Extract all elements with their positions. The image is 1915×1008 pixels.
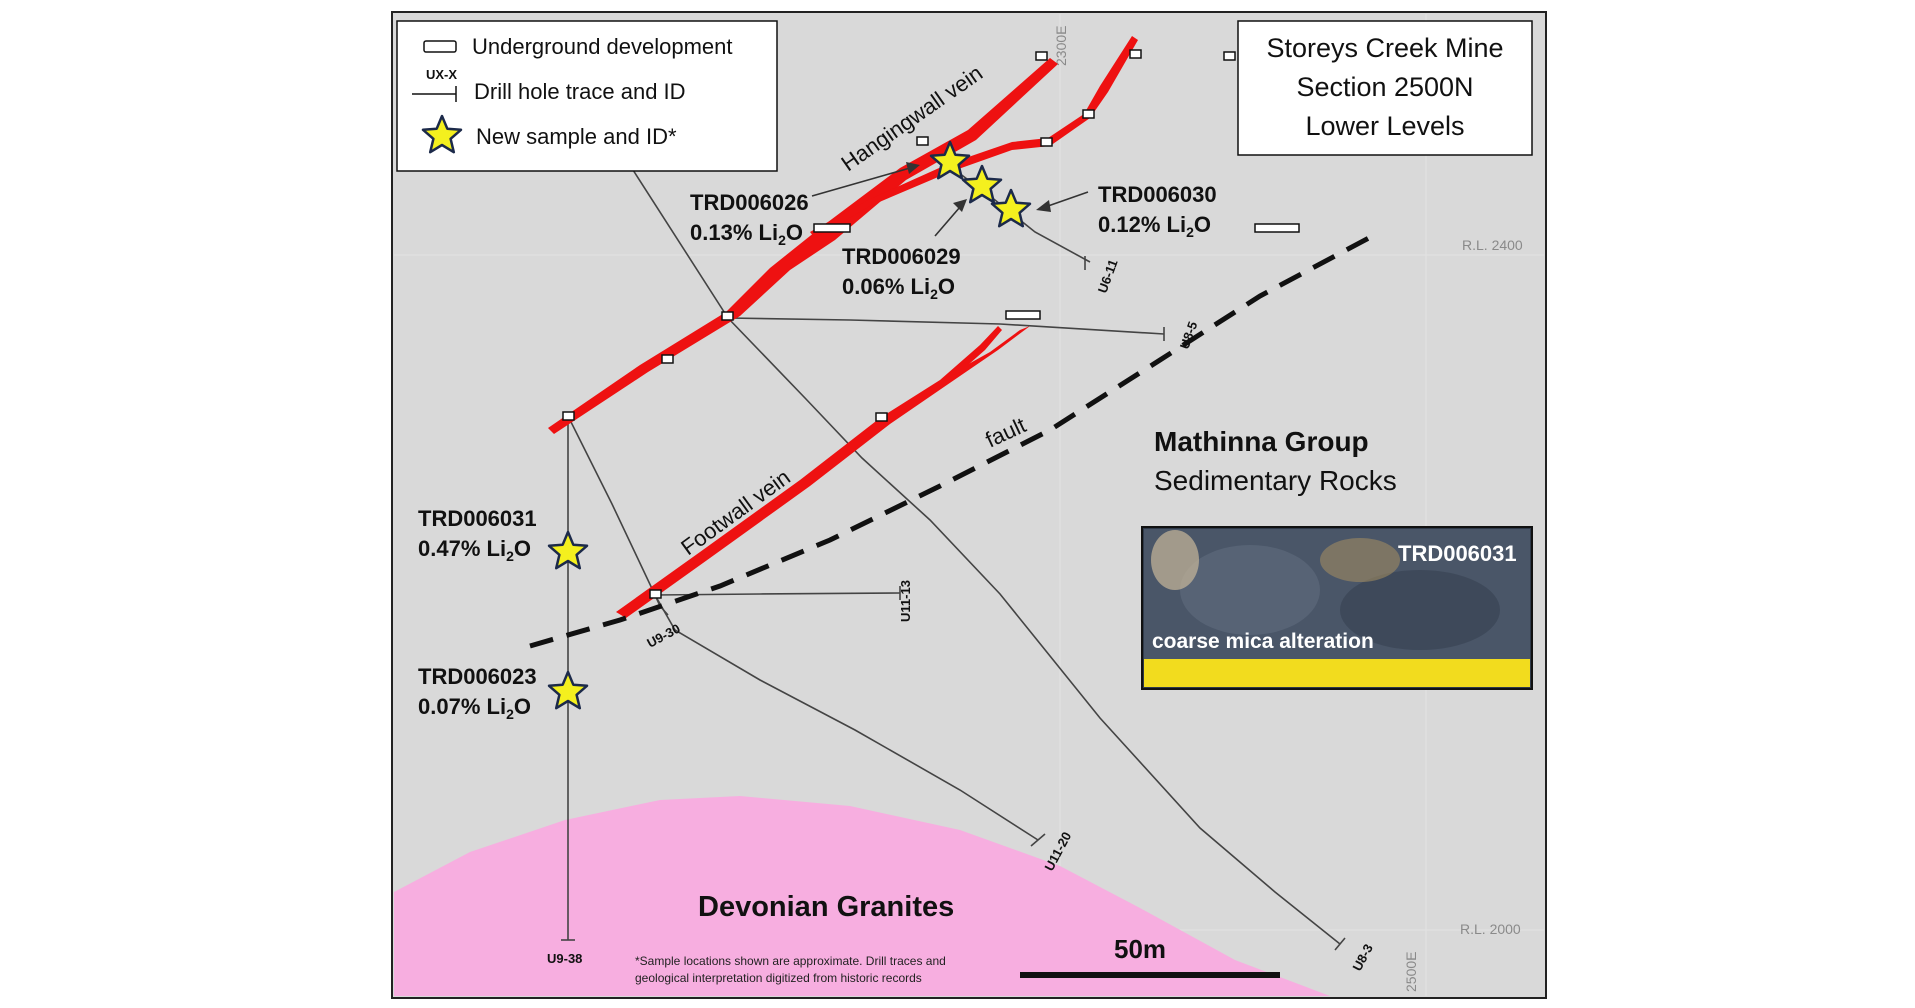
photo-sample-id: TRD006031 — [1398, 541, 1517, 566]
sample-stars — [547, 140, 1032, 710]
sample-grade: 0.13% Li2O — [690, 220, 803, 248]
fault-line — [529, 229, 1382, 649]
legend: Underground development UX-X Drill hole … — [396, 20, 778, 172]
grid-label-rl2000: R.L. 2000 — [1460, 921, 1521, 937]
sample-label-trd006026: TRD006026 0.13% Li2O — [690, 190, 809, 248]
underground-development-icon — [562, 411, 575, 421]
footwall-vein-splay — [940, 326, 1002, 380]
title-box: Storeys Creek Mine Section 2500N Lower L… — [1237, 20, 1533, 156]
underground-development-icon — [1082, 109, 1095, 119]
drillhole-id-u11-13: U11-13 — [898, 580, 913, 622]
underground-development-icon — [1005, 310, 1041, 320]
unit-label-granite: Devonian Granites — [698, 891, 954, 923]
grid-label-2300e: 2300E — [1053, 26, 1069, 66]
legend-underground: Underground development — [472, 34, 733, 59]
unit-label-mathinna: Mathinna Group — [1154, 426, 1369, 457]
grid-label-2500e: 2500E — [1403, 952, 1419, 992]
drillhole-end-u11-20 — [1030, 833, 1046, 847]
drillhole-trace-u8-3 — [632, 169, 1341, 945]
legend-drillhole: Drill hole trace and ID — [474, 79, 686, 104]
footnote-line-2: geological interpretation digitized from… — [635, 971, 922, 985]
star-icon — [961, 164, 1003, 204]
underground-development-icon — [1035, 51, 1048, 61]
star-icon — [547, 530, 589, 570]
measuring-tape — [1144, 659, 1530, 687]
underground-development-icon — [916, 136, 929, 146]
underground-development-icon — [649, 589, 662, 599]
sample-id: TRD006026 — [690, 190, 809, 215]
title-line-3: Lower Levels — [1305, 111, 1464, 141]
grid-label-rl2400: R.L. 2400 — [1462, 237, 1523, 253]
underground-development — [562, 49, 1300, 599]
scale-bar-label: 50m — [1114, 934, 1166, 964]
veins — [548, 36, 1138, 618]
underground-development-icon — [721, 311, 734, 321]
sample-grade: 0.07% Li2O — [418, 694, 531, 722]
sample-label-trd006023: TRD006023 0.07% Li2O — [418, 664, 537, 722]
underground-development-icon — [1223, 51, 1236, 61]
sample-id: TRD006031 — [418, 506, 537, 531]
sample-label-trd006031: TRD006031 0.47% Li2O — [418, 506, 537, 564]
star-icon — [547, 670, 589, 710]
underground-development-icon — [661, 354, 674, 364]
legend-sample: New sample and ID* — [476, 124, 677, 149]
title-line-2: Section 2500N — [1296, 72, 1473, 102]
arrow-trd006029 — [934, 206, 961, 237]
underground-development-icon — [813, 223, 851, 233]
star-icon — [421, 114, 463, 154]
sample-grade: 0.06% Li2O — [842, 274, 955, 302]
star-icon — [990, 188, 1032, 228]
drillhole-trace-u11-20 — [567, 415, 1039, 841]
drillhole-end-u8-3 — [1334, 937, 1346, 951]
legend-box — [396, 20, 778, 172]
core-photo-texture — [1320, 538, 1400, 582]
scale-bar — [1020, 972, 1280, 978]
granite-body — [394, 796, 1330, 996]
underground-development-icon — [1254, 223, 1300, 233]
title-line-1: Storeys Creek Mine — [1266, 33, 1503, 63]
footwall-vein — [616, 326, 1030, 618]
core-photo-texture — [1340, 570, 1500, 650]
drillhole-id-u9-38: U9-38 — [547, 951, 582, 966]
arrowhead-icon — [906, 162, 920, 174]
underground-development-icon — [875, 412, 888, 422]
footnote-line-1: *Sample locations shown are approximate.… — [635, 954, 946, 968]
arrow-trd006026 — [811, 167, 911, 197]
sample-label-trd006029: TRD006029 0.06% Li2O — [842, 244, 961, 302]
core-photo-inset: TRD006031 coarse mica alteration — [1141, 526, 1533, 690]
arrow-trd006030 — [1047, 191, 1089, 207]
sample-id: TRD006023 — [418, 664, 537, 689]
underground-development-icon — [1040, 137, 1053, 147]
unit-label-sedimentary: Sedimentary Rocks — [1154, 465, 1397, 496]
hangingwall-vein — [548, 58, 1058, 434]
star-icon — [929, 140, 971, 180]
drillhole-trace-u8-5 — [727, 317, 1165, 335]
legend-drillhole-id: UX-X — [426, 67, 457, 82]
sample-grade: 0.12% Li2O — [1098, 212, 1211, 240]
sample-grade: 0.47% Li2O — [418, 536, 531, 564]
core-photo-texture — [1151, 530, 1199, 590]
sample-arrows — [811, 162, 1089, 237]
core-photo-texture — [1180, 545, 1320, 635]
hangingwall-vein-splay — [810, 36, 1138, 238]
sample-id: TRD006030 — [1098, 182, 1217, 207]
sample-label-trd006030: TRD006030 0.12% Li2O — [1098, 182, 1217, 240]
sample-id: TRD006029 — [842, 244, 961, 269]
title-box-frame — [1237, 20, 1533, 156]
arrowhead-icon — [953, 199, 967, 212]
arrowhead-icon — [1036, 200, 1051, 212]
underground-development-icon — [1129, 49, 1142, 59]
underground-development-icon — [423, 40, 457, 53]
photo-caption: coarse mica alteration — [1152, 630, 1374, 653]
